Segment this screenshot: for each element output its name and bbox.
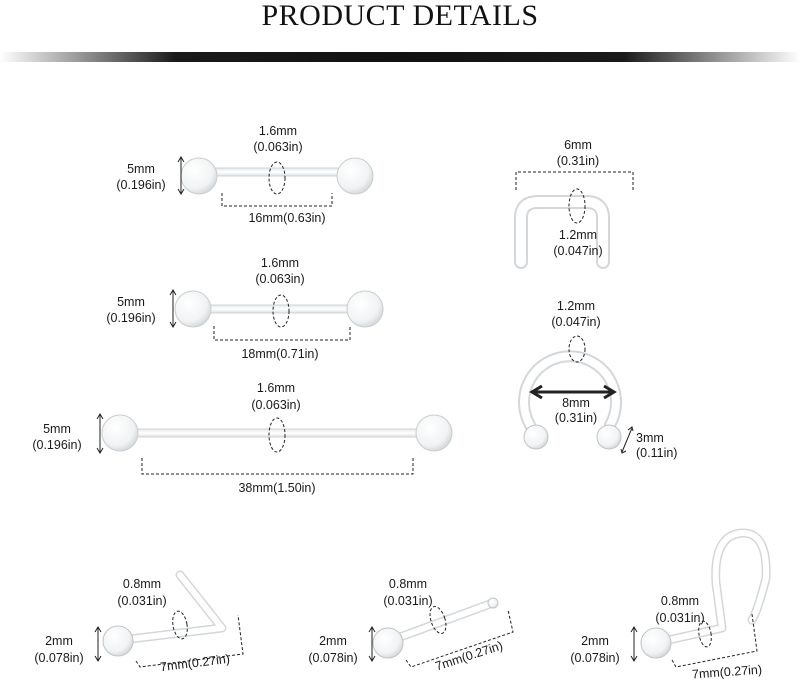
septum-retainer-dimensions	[515, 171, 634, 224]
nose-l-bend-dimensions	[94, 610, 244, 668]
barbell-18mm-ball-inch-label: (0.196in)	[106, 311, 156, 325]
septum-retainer-gauge-label: 1.2mm	[558, 228, 598, 242]
title-divider	[0, 52, 800, 62]
nose-l-bend-ball-label: 2mm	[45, 634, 73, 648]
barbell-18mm-gauge-inch-label: (0.063in)	[255, 272, 305, 286]
barbell-38mm-image	[101, 414, 453, 452]
septum-retainer-width-inch-label: (0.31in)	[556, 154, 600, 168]
barbell-38mm-gauge-label: 1.6mm	[256, 381, 296, 395]
nose-l-bend-image	[102, 570, 227, 657]
barbell-18mm-length-label: 18mm(0.71in)	[241, 347, 319, 361]
barbell-18mm-ball-label: 5mm	[117, 295, 145, 309]
barbell-18mm-gauge-label: 1.6mm	[260, 256, 300, 270]
nose-screw-gauge-label: 0.8mm	[660, 594, 700, 608]
barbell-16mm-ball-label: 5mm	[127, 162, 155, 176]
septum-retainer-image	[514, 195, 610, 269]
barbell-38mm-gauge-inch-label: (0.063in)	[251, 398, 301, 412]
horseshoe-diameter-label: 8mm	[562, 396, 590, 410]
nose-bone-image	[372, 597, 499, 659]
horseshoe-gauge-inch-label: (0.047in)	[551, 315, 601, 329]
barbell-16mm-dimensions	[177, 156, 333, 207]
nose-bone-gauge-label: 0.8mm	[388, 577, 428, 591]
nose-screw-ball-inch-label: (0.078in)	[570, 651, 620, 665]
nose-l-bend-gauge-inch-label: (0.031in)	[117, 594, 167, 608]
barbell-38mm-ball-label: 5mm	[43, 422, 71, 436]
nose-l-bend-gauge-label: 0.8mm	[122, 577, 162, 591]
septum-retainer-width-label: 6mm	[564, 138, 592, 152]
nose-bone-ball-inch-label: (0.078in)	[308, 651, 358, 665]
barbell-38mm-ball-inch-label: (0.196in)	[32, 438, 82, 452]
barbell-16mm-ball-inch-label: (0.196in)	[116, 178, 166, 192]
nose-screw-dimensions	[630, 613, 758, 668]
horseshoe-diameter-inch-label: (0.31in)	[554, 411, 598, 425]
septum-retainer-gauge-inch-label: (0.047in)	[553, 244, 603, 258]
barbell-38mm-dimensions	[96, 413, 414, 475]
nose-bone-dimensions	[368, 606, 514, 668]
horseshoe-ball-label: 3mm	[636, 431, 664, 445]
barbell-16mm-image	[180, 157, 374, 195]
barbell-38mm-length-label: 38mm(1.50in)	[238, 481, 316, 495]
nose-l-bend-ball-inch-label: (0.078in)	[34, 651, 84, 665]
barbell-18mm-dimensions	[169, 289, 351, 341]
barbell-18mm-image	[174, 290, 384, 328]
barbell-16mm-length-label: 16mm(0.63in)	[248, 211, 326, 225]
horseshoe-gauge-label: 1.2mm	[556, 299, 596, 313]
nose-screw-ball-label: 2mm	[581, 634, 609, 648]
nose-screw-image	[640, 528, 771, 659]
nose-screw-gauge-inch-label: (0.031in)	[655, 611, 705, 625]
barbell-16mm-gauge-inch-label: (0.063in)	[253, 140, 303, 154]
barbell-16mm-gauge-label: 1.6mm	[258, 124, 298, 138]
horseshoe-dimensions	[529, 335, 634, 454]
nose-bone-ball-label: 2mm	[319, 634, 347, 648]
page-title: PRODUCT DETAILS	[261, 0, 539, 32]
nose-bone-gauge-inch-label: (0.031in)	[383, 594, 433, 608]
horseshoe-ball-inch-label: (0.11in)	[636, 446, 678, 460]
